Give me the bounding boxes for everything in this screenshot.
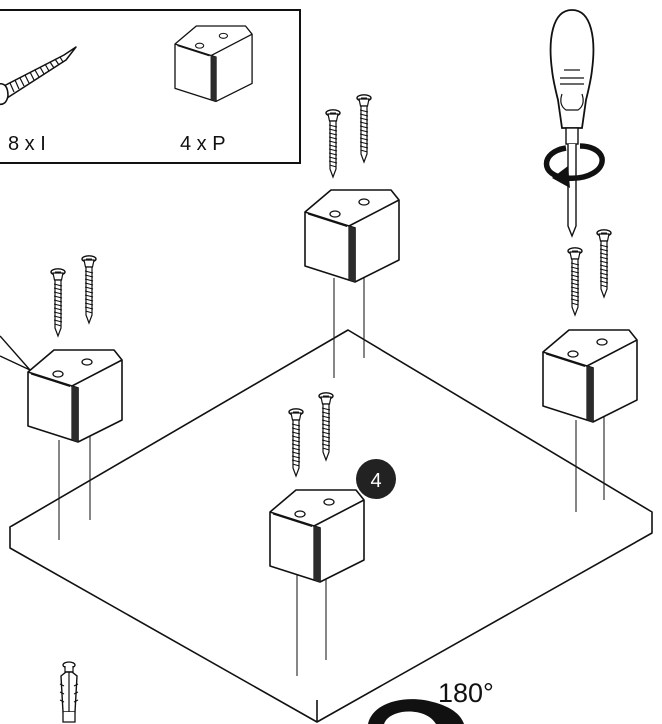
foot-cube-left [27,349,123,443]
flip-angle-label: 180° [438,678,494,708]
screw-part-illustration [0,46,77,106]
step-number: 4 [370,470,381,492]
screwdriver-icon [549,9,595,238]
screw-right-1 [567,247,583,316]
screw-right-2 [596,229,612,298]
step-badge: 4 [356,459,396,499]
alignment-guides [58,260,605,676]
flip-arrow-icon [368,699,464,724]
rotate-arrow-icon [543,143,605,188]
wall-anchor-icon [59,661,79,723]
screw-left-2 [81,255,97,324]
callout-pointer [0,335,31,371]
parts-legend: 8 x I 4 x P [0,9,301,164]
foot-cube-back [304,189,400,283]
screw-quantity-label: 8 x I [8,133,46,155]
screw-back-1 [325,109,341,178]
foot-cube-right [542,329,638,423]
screw-back-2 [356,94,372,163]
foot-quantity-label: 4 x P [180,133,226,155]
screw-left-1 [50,268,66,337]
